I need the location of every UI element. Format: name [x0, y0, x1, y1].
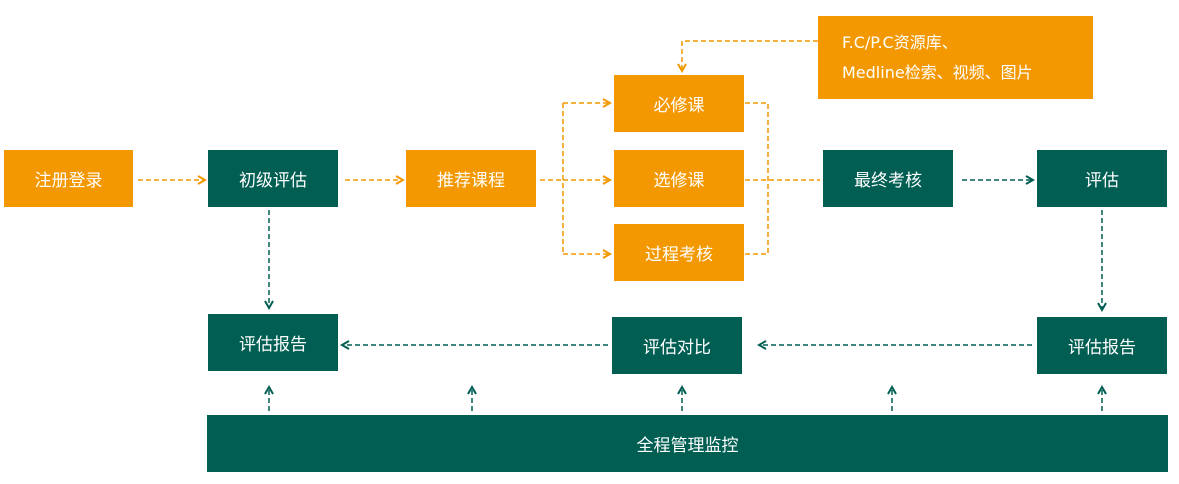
merge-courses: [745, 102, 820, 255]
recommend-courses-node: 推荐课程: [406, 150, 536, 207]
monitoring-bar: 全程管理监控: [207, 415, 1168, 472]
elective-course-node: 选修课: [614, 150, 744, 207]
initial-assessment-node: 初级评估: [208, 150, 338, 207]
assessment-compare-node: 评估对比: [612, 317, 742, 374]
assessment-report-right-node: 评估报告: [1037, 317, 1167, 374]
assessment-report-left-node: 评估报告: [208, 314, 338, 371]
resources-note: F.C/P.C资源库、 Medline检索、视频、图片: [818, 16, 1093, 99]
assessment-node: 评估: [1037, 150, 1167, 207]
arrow-resources-to-required: [682, 40, 818, 71]
final-exam-node: 最终考核: [823, 150, 953, 207]
resources-note-line2: Medline检索、视频、图片: [842, 63, 1033, 82]
register-node: 注册登录: [4, 150, 133, 207]
branch-recommend: [540, 103, 564, 254]
process-exam-node: 过程考核: [614, 224, 744, 281]
required-course-node: 必修课: [614, 75, 744, 132]
resources-note-line1: F.C/P.C资源库、: [842, 33, 958, 52]
